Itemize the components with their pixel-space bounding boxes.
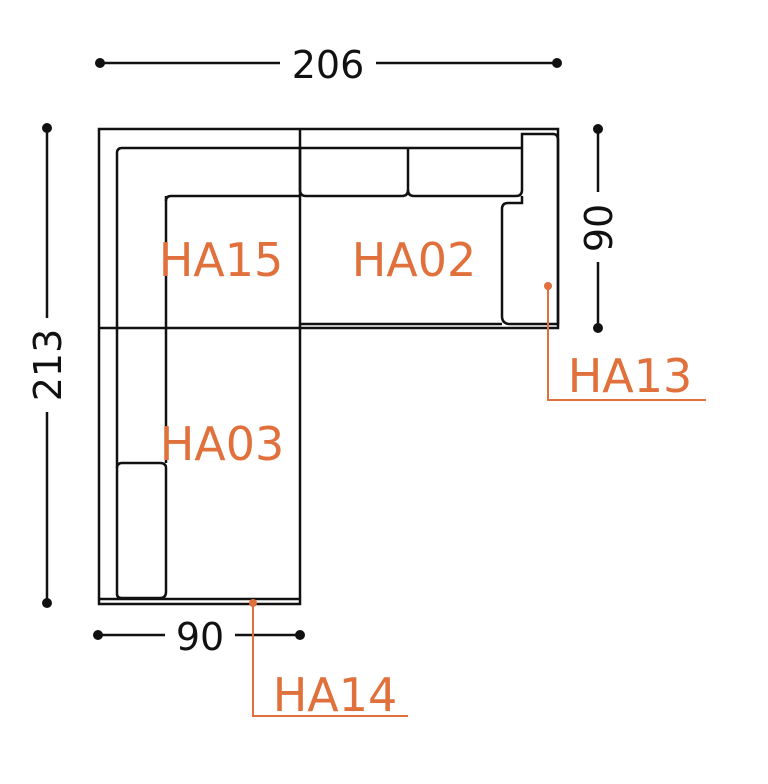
bottom-width-label: 90 — [176, 615, 224, 659]
sofa-outline — [97, 127, 560, 606]
module-label-bottom: HA14 — [273, 668, 398, 722]
width-label: 206 — [292, 43, 365, 87]
dimension-width: 206 — [95, 43, 562, 87]
depth-label: 213 — [26, 329, 70, 402]
dimension-right-depth: 90 — [577, 124, 621, 333]
callout-arm: HA13 — [544, 282, 706, 403]
module-label-corner: HA15 — [159, 233, 284, 287]
module-label-middle: HA02 — [352, 233, 477, 287]
right-depth-label: 90 — [577, 204, 621, 252]
callout-bottom: HA14 — [249, 599, 408, 722]
dimension-depth: 213 — [26, 123, 70, 608]
module-label-chaise: HA03 — [160, 417, 285, 471]
dimension-bottom-width: 90 — [93, 615, 305, 659]
module-label-arm: HA13 — [568, 349, 693, 403]
